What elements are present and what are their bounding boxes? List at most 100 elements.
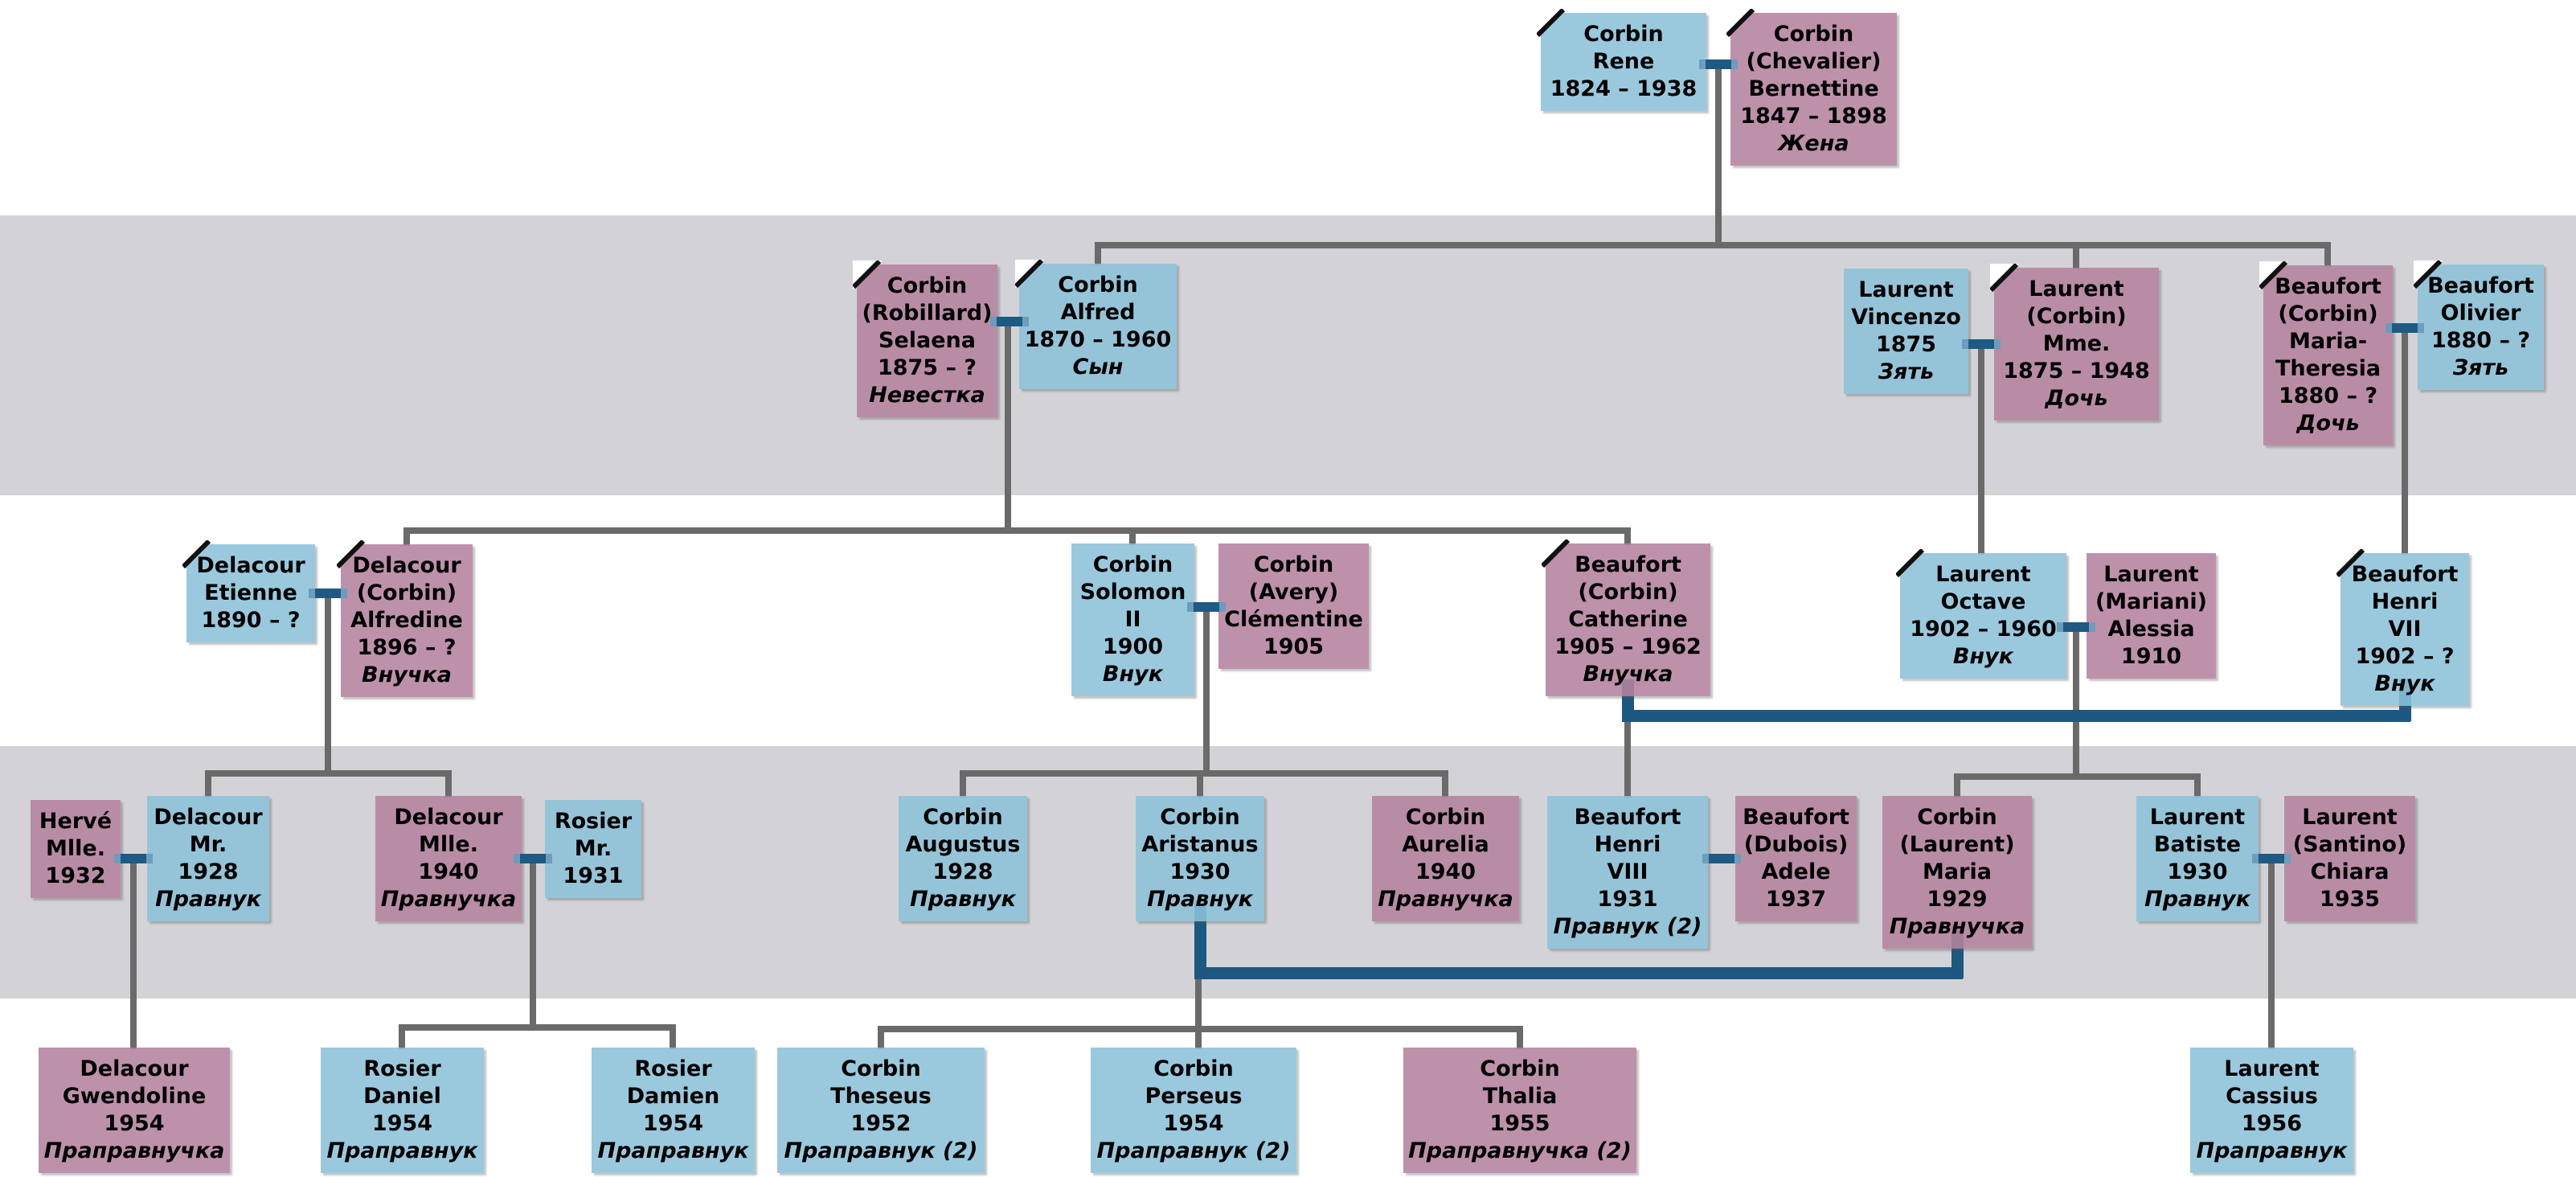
descent-line (1203, 612, 1210, 777)
person-name-line: Adele (1761, 859, 1831, 884)
corner-annotation-icon (1726, 9, 1755, 38)
person-name-line: Corbin (1058, 273, 1138, 297)
person-name-line: Olivier (2440, 301, 2521, 326)
person-name-line: 1931 (1597, 887, 1658, 912)
person-name-line: Henri (1594, 832, 1661, 857)
person-name-line: Laurent (2224, 1056, 2320, 1081)
descent-line (1624, 527, 1631, 545)
corner-annotation-icon (1542, 539, 1571, 568)
descent-line (878, 1026, 884, 1049)
corner-annotation-icon (1015, 260, 1044, 289)
corner-annotation-icon (1537, 9, 1566, 38)
person-name-line: 1931 (563, 863, 624, 888)
person-name-line: Beaufort (1574, 805, 1681, 830)
corner-annotation-icon (2336, 549, 2365, 578)
person-name-line: Beaufort (2275, 274, 2381, 299)
person-role-label: Внучка (362, 662, 452, 687)
person-name-line: Corbin (1917, 805, 1997, 830)
person-role-label: Дочь (2296, 411, 2360, 436)
marriage-connector (1962, 339, 2001, 349)
person-name-line: II (1124, 607, 1141, 632)
person-name-line: Chiara (2310, 859, 2390, 884)
descent-line (2073, 242, 2079, 269)
person-role-label: Праправнук (2) (784, 1138, 978, 1163)
descent-line (403, 527, 410, 546)
person-name-line: Rosier (363, 1056, 441, 1081)
person-name-line: Corbin (1153, 1056, 1234, 1081)
person-name-line: Corbin (887, 273, 968, 298)
person-name-line: (Corbin) (2026, 304, 2127, 329)
person-name-line: (Mariani) (2095, 589, 2208, 614)
descent-line (1129, 527, 1136, 545)
marriage-connector (114, 854, 153, 863)
person-name-line: Octave (1940, 589, 2026, 614)
descent-line (1978, 349, 1984, 555)
person-name-line: Laurent (1935, 562, 2031, 587)
person-name-line: Rosier (554, 809, 633, 834)
person-name-line: Beaufort (2427, 273, 2534, 298)
person-name-line: Mlle. (419, 832, 478, 857)
person-name-line: Alfred (1060, 300, 1136, 325)
person-name-line: Theresia (2275, 356, 2381, 381)
person-name-line: Beaufort (1743, 805, 1849, 830)
person-name-line: (Avery) (1248, 580, 1339, 605)
corner-annotation-icon (853, 260, 882, 289)
person-name-line: (Corbin) (1578, 580, 1678, 605)
person-role-label: Правнучка (380, 887, 517, 912)
descent-line (2194, 773, 2201, 798)
marriage-connector (309, 588, 347, 598)
person-name-line: 1900 (1102, 634, 1164, 659)
person-name-line: Laurent (2302, 805, 2398, 830)
person-name-line: 1875 – ? (877, 355, 977, 380)
person-role-label: Праправнучка (43, 1138, 225, 1163)
person-role-label: Внук (2374, 671, 2435, 696)
person-name-line: Delacour (196, 553, 305, 578)
person-name-line: Batiste (2153, 832, 2242, 857)
person-name-line: Theseus (830, 1084, 932, 1109)
person-name-line: Catherine (1568, 607, 1688, 632)
descent-line (403, 527, 1631, 534)
person-name-line: Corbin (1160, 805, 1240, 830)
person-role-label: Праправнук (2) (1096, 1138, 1291, 1163)
person-name-line: Aristanus (1141, 832, 1259, 857)
person-name-line: Augustus (905, 832, 1021, 857)
person-role-label: Невестка (869, 383, 985, 408)
descent-line (2073, 632, 2079, 780)
person-name-line: Daniel (363, 1084, 441, 1109)
